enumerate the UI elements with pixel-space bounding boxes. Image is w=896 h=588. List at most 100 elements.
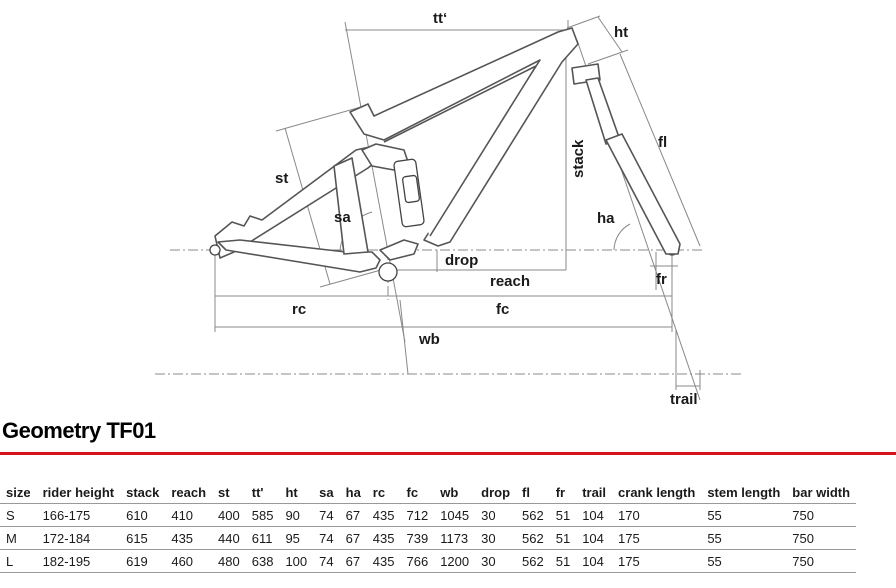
table-cell: 90 [279,503,314,527]
table-cell: 638 [245,549,280,573]
sa-label: sa [334,209,351,226]
table-cell: 51 [549,549,577,573]
ha-label: ha [597,210,615,227]
column-header: bar width [786,482,857,504]
tt-label: tt‘ [433,10,447,27]
table-cell: 51 [549,526,577,550]
table-cell: 104 [576,549,613,573]
ht-ext-line-2 [587,49,629,65]
fork-lower [605,133,681,255]
table-cell: 750 [786,526,857,550]
table-cell: 166-175 [36,503,121,527]
table-cell: 55 [701,503,787,527]
table-cell: 182-195 [36,549,121,573]
front-triangle [349,27,579,247]
table-cell: 480 [212,549,246,573]
table-cell: 172-184 [36,526,121,550]
table-cell: 170 [612,503,702,527]
table-cell: 55 [701,549,787,573]
table-cell: 410 [165,503,213,527]
chain-stay [217,239,381,273]
bike-geometry-diagram: tt‘ ht fl stack st sa ha drop reach fr r… [155,10,742,408]
table-cell: 30 [475,503,517,527]
table-cell: 74 [313,503,340,527]
table-cell: 739 [400,526,435,550]
table-cell: 67 [339,503,367,527]
shock-reservoir [401,174,421,204]
fl-label: fl [658,134,667,151]
st-label: st [275,170,288,187]
column-header: reach [165,482,213,504]
column-header: fl [516,482,550,504]
column-header: drop [475,482,517,504]
table-cell: 95 [279,526,314,550]
fork-stanchion [585,77,621,145]
table-cell: 562 [516,549,550,573]
rear-triangle-link [333,157,369,255]
column-header: wb [434,482,476,504]
fl-dim-line [619,53,701,247]
table-cell: 562 [516,503,550,527]
rc-label: rc [292,301,306,318]
table-cell: 104 [576,526,613,550]
ht-dim-line [597,16,623,53]
ht-label: ht [614,24,628,41]
table-cell: 55 [701,526,787,550]
column-header: crank length [612,482,702,504]
table-cell: 67 [339,549,367,573]
column-header: ht [279,482,314,504]
table-cell: 750 [786,503,857,527]
st-tick-top [275,104,369,132]
table-cell: 619 [120,549,166,573]
table-cell: M [0,526,37,550]
table-cell: 435 [165,526,213,550]
table-cell: 100 [279,549,314,573]
column-header: size [0,482,37,504]
table-cell: 766 [400,549,435,573]
table-cell: 712 [400,503,435,527]
table-cell: 562 [516,526,550,550]
stack-label: stack [570,139,587,178]
rear-axle [209,244,221,256]
column-header: rc [366,482,401,504]
table-cell: 400 [212,503,246,527]
title-divider [0,452,896,455]
lower-link [379,239,419,261]
table-cell: 175 [612,549,702,573]
drop-label: drop [445,252,478,269]
table-cell: 67 [339,526,367,550]
column-header: rider height [36,482,121,504]
table-cell: 74 [313,549,340,573]
table-cell: 611 [245,526,280,550]
table-cell: S [0,503,37,527]
wb-label: wb [418,331,440,348]
column-header: fc [400,482,435,504]
table-cell: 460 [165,549,213,573]
table-cell: 1200 [434,549,476,573]
table-cell: 30 [475,526,517,550]
table-cell: 1045 [434,503,476,527]
table-cell: 615 [120,526,166,550]
ground-vertical [399,299,409,375]
table-cell: 440 [212,526,246,550]
table-cell: L [0,549,37,573]
down-tube-inner [383,65,537,237]
ht-ext-line-1 [566,15,601,29]
column-header: trail [576,482,613,504]
page-title: Geometry TF01 [2,418,156,443]
column-header: fr [549,482,577,504]
ha-arc [613,223,631,251]
table-cell: 435 [366,549,401,573]
column-header: stack [120,482,166,504]
table-cell: 104 [576,503,613,527]
table-cell: 750 [786,549,857,573]
table-cell: 74 [313,526,340,550]
fr-label: fr [656,271,667,288]
seat-axis-line [344,21,406,343]
fc-label: fc [496,301,509,318]
column-header: stem length [701,482,787,504]
